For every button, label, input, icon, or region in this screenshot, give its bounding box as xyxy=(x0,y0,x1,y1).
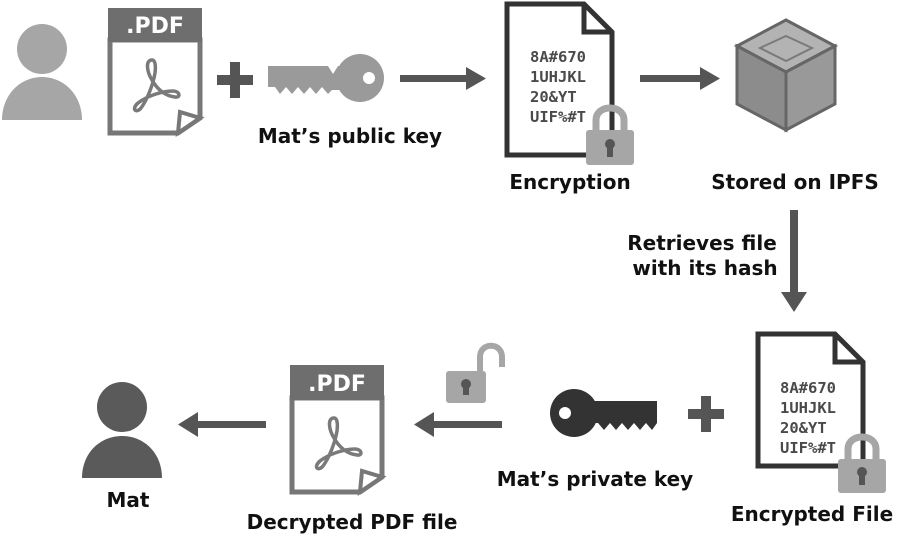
encrypted-doc-icon-bottom xyxy=(755,331,866,469)
encrypted-file-label: Encrypted File xyxy=(731,502,893,526)
plus-icon-bottom xyxy=(688,396,724,432)
decrypted-pdf-label: Decrypted PDF file xyxy=(247,510,458,534)
encryption-label: Encryption xyxy=(509,170,630,194)
plus-icon-top xyxy=(217,62,253,98)
arrow-down-retrieve xyxy=(781,210,807,312)
cipher-line: 20&YT xyxy=(530,88,577,106)
encrypted-doc-icon-top xyxy=(504,1,615,158)
pdf-tag-top: .PDF xyxy=(126,14,184,39)
mat-label: Mat xyxy=(107,488,150,512)
cipher-line: 8A#670 xyxy=(530,48,586,66)
ipfs-cube-icon xyxy=(733,18,839,133)
cipher-line: 1UHJKL xyxy=(530,68,586,86)
private-key-icon xyxy=(550,389,657,437)
pdf-tag-bottom: .PDF xyxy=(308,372,366,397)
arrow-to-mat xyxy=(178,412,266,437)
stored-ipfs-label: Stored on IPFS xyxy=(711,170,879,194)
retrieves-label-line1: Retrieves file xyxy=(627,231,777,255)
arrow-to-decrypted xyxy=(414,412,502,437)
cipher-line: 1UHJKL xyxy=(780,399,836,417)
user-icon-top xyxy=(2,24,82,120)
arrow-to-ipfs xyxy=(640,67,720,90)
arrow-to-encryption xyxy=(400,67,486,90)
private-key-label: Mat’s private key xyxy=(497,467,693,491)
cipher-line: UIF%#T xyxy=(530,108,586,126)
public-key-icon xyxy=(268,54,384,102)
private-key-hole xyxy=(559,407,571,419)
retrieves-label-line2: with its hash xyxy=(632,256,777,280)
cipher-line: 20&YT xyxy=(780,419,827,437)
acrobat-icon-top xyxy=(132,58,181,113)
cipher-line: 8A#670 xyxy=(780,379,836,397)
public-key-hole xyxy=(363,72,375,84)
acrobat-icon-bottom xyxy=(314,416,363,471)
user-icon-mat xyxy=(82,382,162,478)
unlocked-lock-icon xyxy=(446,342,505,403)
lock-icon-top xyxy=(586,104,634,165)
public-key-label: Mat’s public key xyxy=(258,124,442,148)
pdf-file-icon-top: .PDF xyxy=(107,8,205,138)
lock-icon-bottom xyxy=(838,433,886,493)
pdf-file-icon-bottom: .PDF xyxy=(289,365,387,497)
cipher-line: UIF%#T xyxy=(780,439,836,457)
